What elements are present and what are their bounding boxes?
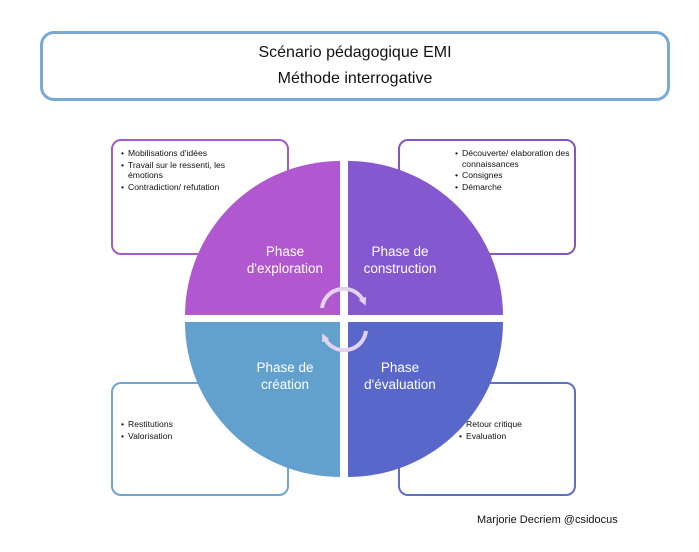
evaluation-note: Evaluation [459,431,569,442]
exploration-note: Mobilisations d'idées [121,148,246,159]
title-box: Scénario pédagogique EMI Méthode interro… [40,31,670,101]
exploration-label-line-1: Phase [266,244,304,259]
creation-note: Valorisation [121,431,241,442]
exploration-label-line-2: d'exploration [247,261,323,276]
creation-label-line-2: création [261,377,309,392]
construction-label-line-2: construction [364,261,437,276]
construction-note: Découverte/ elaboration des connaissance… [455,148,570,169]
quadrant-creation [185,322,340,477]
construction-notes-list: Découverte/ elaboration des connaissance… [455,148,570,193]
evaluation-label-line-1: Phase [381,360,419,375]
evaluation-label-line-2: d'évaluation [364,377,436,392]
quadrant-exploration [185,161,340,315]
construction-note: Consignes [455,170,570,181]
creation-notes-list: Restitutions Valorisation [121,419,241,442]
author-credit: Marjorie Decriem @csidocus [477,514,618,526]
title-line-1: Scénario pédagogique EMI [258,44,452,61]
creation-note: Restitutions [121,419,241,430]
title-line-2: Méthode interrogative [277,70,433,87]
cycle-arrows-icon [320,286,368,353]
construction-label-line-1: Phase de [371,244,428,259]
creation-label-line-1: Phase de [256,360,313,375]
exploration-note: Contradiction/ refutation [121,182,246,193]
exploration-note: Travail sur le ressenti, les émotions [121,160,246,181]
exploration-notes-list: Mobilisations d'idées Travail sur le res… [121,148,246,193]
construction-note: Démarche [455,182,570,193]
quadrant-construction [348,161,503,315]
quadrant-evaluation [348,322,503,477]
